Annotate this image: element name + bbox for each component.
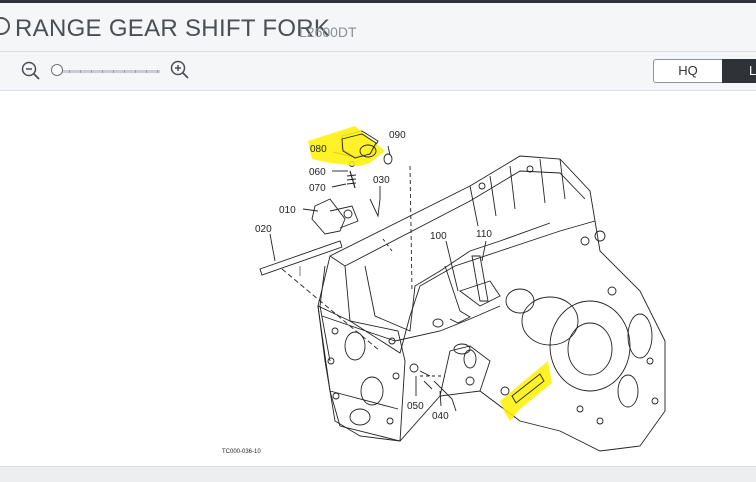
highlight-marks xyxy=(308,126,552,421)
drawing-code: TC000-036-10 xyxy=(222,449,261,455)
callout-020[interactable]: 020 xyxy=(255,224,272,235)
callout-090[interactable]: 090 xyxy=(389,130,406,141)
callout-050[interactable]: 050 xyxy=(407,401,424,412)
callout-030[interactable]: 030 xyxy=(373,175,390,186)
zoom-slider[interactable] xyxy=(51,64,160,76)
callout-070[interactable]: 070 xyxy=(309,183,326,194)
footer-bar xyxy=(0,466,756,482)
back-icon[interactable] xyxy=(0,17,10,35)
diagram-canvas[interactable]: 080 090 060 070 030 010 020 100 110 050 … xyxy=(0,91,756,466)
callout-110[interactable]: 110 xyxy=(476,229,492,240)
top-edge-bar xyxy=(0,0,756,3)
zoom-out-icon[interactable] xyxy=(21,61,41,81)
zoom-slider-thumb[interactable] xyxy=(51,64,64,76)
zoom-slider-ticks xyxy=(58,70,158,73)
page-title: RANGE GEAR SHIFT FORK xyxy=(15,15,331,42)
shift-rod-020 xyxy=(259,240,343,276)
highlight-part-position xyxy=(500,361,552,421)
callout-100[interactable]: 100 xyxy=(430,231,447,242)
shift-fork-010 xyxy=(311,198,346,235)
case-top-edge xyxy=(329,170,586,267)
callout-040[interactable]: 040 xyxy=(432,411,449,422)
model-label: L2600DT xyxy=(299,24,357,40)
callout-060[interactable]: 060 xyxy=(309,167,326,178)
zoom-in-icon[interactable] xyxy=(170,60,190,80)
callout-010[interactable]: 010 xyxy=(279,205,296,216)
callout-080[interactable]: 080 xyxy=(310,144,327,155)
quality-hq-button[interactable]: HQ xyxy=(653,59,723,83)
parts-diagram: 080 090 060 070 030 010 020 100 110 050 … xyxy=(222,126,666,455)
quality-lq-button[interactable]: LQ xyxy=(722,59,756,83)
page-header: RANGE GEAR SHIFT FORK L2600DT xyxy=(0,3,756,52)
case-outline xyxy=(317,155,666,452)
toolbar: HQ LQ xyxy=(0,52,756,91)
